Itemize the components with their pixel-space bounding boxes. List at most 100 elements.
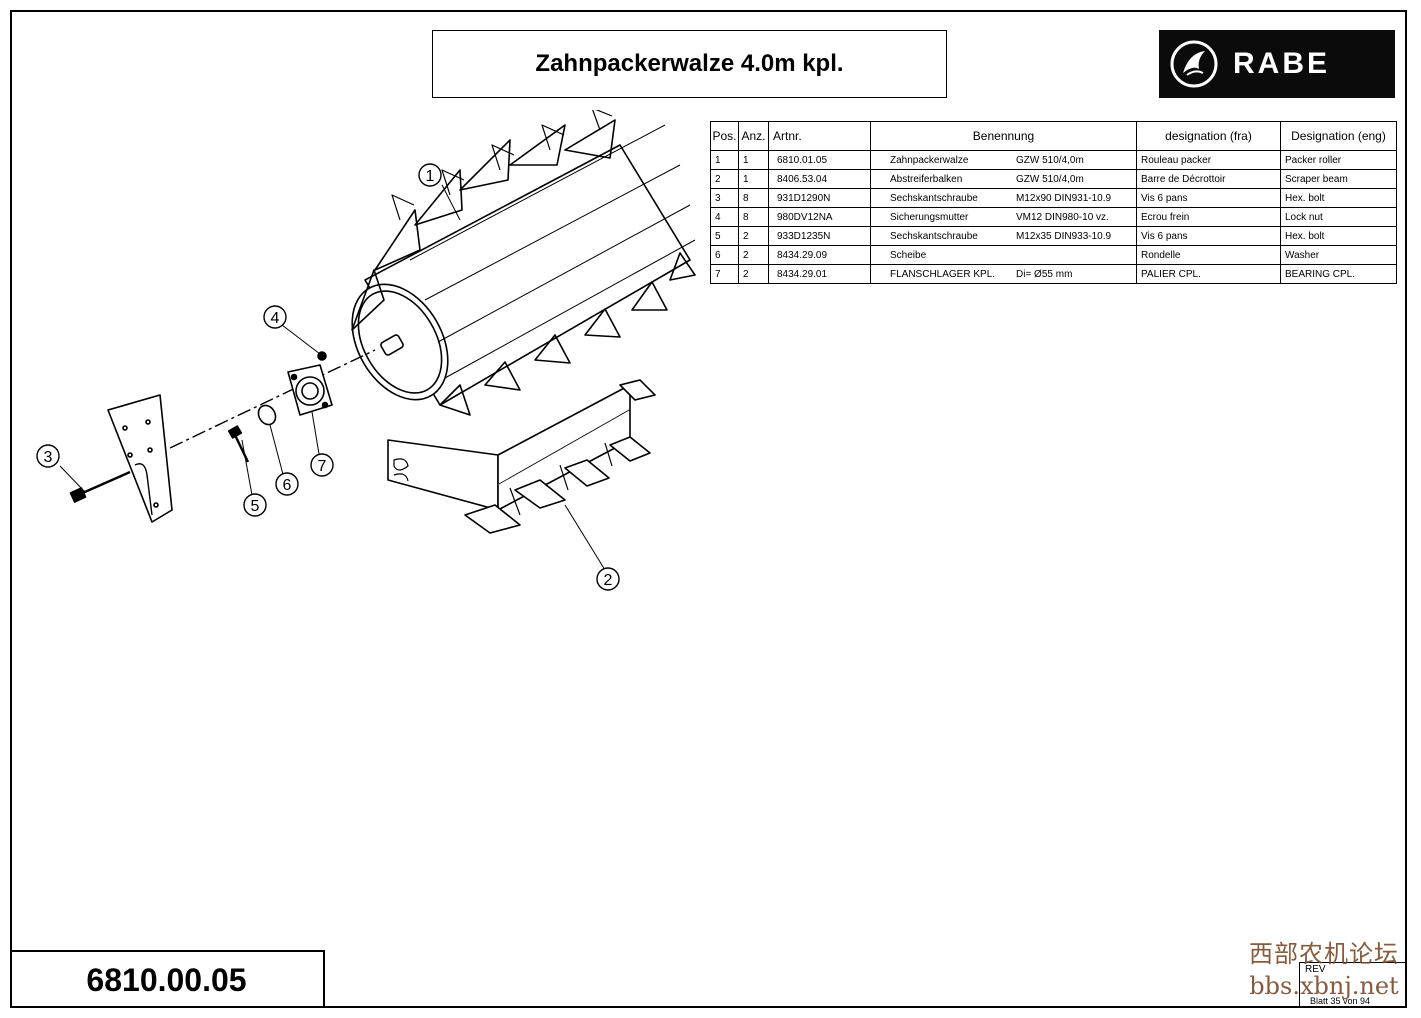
cell-anz: 8 xyxy=(738,207,769,227)
cell-benennung: Scheibe xyxy=(870,245,1137,265)
header-artnr: Artnr. xyxy=(768,121,871,151)
callout-5: 5 xyxy=(243,493,267,517)
header-pos: Pos. xyxy=(710,121,739,151)
callout-3: 3 xyxy=(36,444,60,468)
rabe-logo: RABE xyxy=(1159,30,1395,98)
watermark-line-2: bbs.xbnj.net xyxy=(1249,972,1399,1000)
cell-fra: Barre de Décrottoir xyxy=(1136,169,1281,189)
cell-anz: 2 xyxy=(738,226,769,246)
drawing-title: Zahnpackerwalze 4.0m kpl. xyxy=(432,30,947,98)
cell-artnr: 931D1290N xyxy=(768,188,871,208)
rabe-bird-logo-icon xyxy=(1170,40,1218,88)
callout-6: 6 xyxy=(275,472,299,496)
scraper-beam-drawing xyxy=(387,379,656,534)
table-row: 2 1 8406.53.04 Abstreiferbalken GZW 510/4… xyxy=(710,169,1397,189)
cell-eng: Packer roller xyxy=(1280,150,1397,170)
svg-text:4: 4 xyxy=(271,310,280,327)
cell-artnr: 8406.53.04 xyxy=(768,169,871,189)
cell-fra: Vis 6 pans xyxy=(1136,226,1281,246)
header-designation-eng: Designation (eng) xyxy=(1280,121,1397,151)
revision-box xyxy=(1299,962,1407,1008)
washer-drawing xyxy=(257,404,277,426)
cell-anz: 2 xyxy=(738,245,769,265)
cell-eng: BEARING CPL. xyxy=(1280,264,1397,284)
cell-fra: Ecrou frein xyxy=(1136,207,1281,227)
cell-pos: 1 xyxy=(710,150,739,170)
cell-pos: 2 xyxy=(710,169,739,189)
cell-benennung: FLANSCHLAGER KPL. Di= Ø55 mm xyxy=(870,264,1137,284)
cell-pos: 6 xyxy=(710,245,739,265)
packer-roller-drawing xyxy=(351,110,696,416)
table-row: 1 1 6810.01.05 Zahnpackerwalze GZW 510/4,… xyxy=(710,150,1397,170)
header-designation-fra: designation (fra) xyxy=(1136,121,1281,151)
cell-spec: GZW 510/4,0m xyxy=(1016,173,1084,185)
table-row: 4 8 980DV12NA Sicherungsmutter VM12 DIN98… xyxy=(710,207,1397,227)
cell-anz: 1 xyxy=(738,150,769,170)
cell-pos: 3 xyxy=(710,188,739,208)
table-row: 3 8 931D1290N Sechskantschraube M12x90 DI… xyxy=(710,188,1397,208)
cell-spec: M12x90 DIN931-10.9 xyxy=(1016,192,1112,204)
cell-spec: GZW 510/4,0m xyxy=(1016,154,1084,166)
cell-benennung: Sicherungsmutter VM12 DIN980-10 vz. xyxy=(870,207,1137,227)
callout-7: 7 xyxy=(310,453,334,477)
cell-name: Scheibe xyxy=(890,249,927,261)
table-row: 7 2 8434.29.01 FLANSCHLAGER KPL. Di= Ø55 … xyxy=(710,264,1397,284)
drawing-frame xyxy=(10,10,1407,1008)
cell-benennung: Sechskantschraube M12x90 DIN931-10.9 xyxy=(870,188,1137,208)
long-bolt-drawing xyxy=(77,470,131,497)
mounting-plate-drawing xyxy=(107,394,173,523)
small-bolt-drawing xyxy=(233,434,250,463)
cell-name: FLANSCHLAGER KPL. xyxy=(890,268,996,280)
svg-text:6: 6 xyxy=(283,477,292,494)
cell-artnr: 933D1235N xyxy=(768,226,871,246)
cell-name: Zahnpackerwalze xyxy=(890,154,969,166)
cell-spec: M12x35 DIN933-10.9 xyxy=(1016,230,1112,242)
cell-eng: Scraper beam xyxy=(1280,169,1397,189)
cell-eng: Lock nut xyxy=(1280,207,1397,227)
cell-benennung: Zahnpackerwalze GZW 510/4,0m xyxy=(870,150,1137,170)
document-number: 6810.00.05 xyxy=(10,950,325,1008)
table-row: 5 2 933D1235N Sechskantschraube M12x35 DI… xyxy=(710,226,1397,246)
cell-spec: VM12 DIN980-10 vz. xyxy=(1016,211,1109,223)
cell-fra: Rouleau packer xyxy=(1136,150,1281,170)
svg-text:3: 3 xyxy=(44,449,53,466)
cell-eng: Hex. bolt xyxy=(1280,188,1397,208)
cell-fra: Vis 6 pans xyxy=(1136,188,1281,208)
cell-pos: 5 xyxy=(710,226,739,246)
cell-pos: 4 xyxy=(710,207,739,227)
svg-text:5: 5 xyxy=(251,498,260,515)
cell-anz: 1 xyxy=(738,169,769,189)
callout-2: 2 xyxy=(596,567,620,591)
svg-text:2: 2 xyxy=(604,572,613,589)
exploded-assembly-drawing: 1 4 3 5 6 7 2 xyxy=(36,110,696,591)
cell-artnr: 8434.29.01 xyxy=(768,264,871,284)
callout-4: 4 xyxy=(263,305,287,329)
header-anz: Anz. xyxy=(738,121,769,151)
sheet-number: Blatt 35 von 94 xyxy=(1310,996,1371,1006)
cell-name: Sechskantschraube xyxy=(890,230,978,242)
cell-fra: PALIER CPL. xyxy=(1136,264,1281,284)
cell-artnr: 6810.01.05 xyxy=(768,150,871,170)
logo-text: RABE xyxy=(1233,47,1331,80)
parts-table: Pos. Anz. Artnr. Benennung designation (… xyxy=(710,121,1397,284)
cell-anz: 8 xyxy=(738,188,769,208)
cell-eng: Hex. bolt xyxy=(1280,226,1397,246)
cell-name: Sicherungsmutter xyxy=(890,211,969,223)
cell-anz: 2 xyxy=(738,264,769,284)
table-row: 6 2 8434.29.09 Scheibe Rondelle Washer xyxy=(710,245,1397,265)
cell-spec: Di= Ø55 mm xyxy=(1016,268,1073,280)
cell-artnr: 8434.29.09 xyxy=(768,245,871,265)
svg-text:7: 7 xyxy=(318,458,327,475)
table-header-row: Pos. Anz. Artnr. Benennung designation (… xyxy=(710,121,1397,151)
cell-pos: 7 xyxy=(710,264,739,284)
cell-benennung: Abstreiferbalken GZW 510/4,0m xyxy=(870,169,1137,189)
cell-benennung: Sechskantschraube M12x35 DIN933-10.9 xyxy=(870,226,1137,246)
cell-artnr: 980DV12NA xyxy=(768,207,871,227)
svg-text:1: 1 xyxy=(426,168,435,185)
flange-bearing-drawing xyxy=(287,364,333,416)
cell-name: Abstreiferbalken xyxy=(890,173,963,185)
header-benennung: Benennung xyxy=(870,121,1137,151)
callout-1: 1 xyxy=(418,163,442,187)
cell-name: Sechskantschraube xyxy=(890,192,978,204)
cell-eng: Washer xyxy=(1280,245,1397,265)
